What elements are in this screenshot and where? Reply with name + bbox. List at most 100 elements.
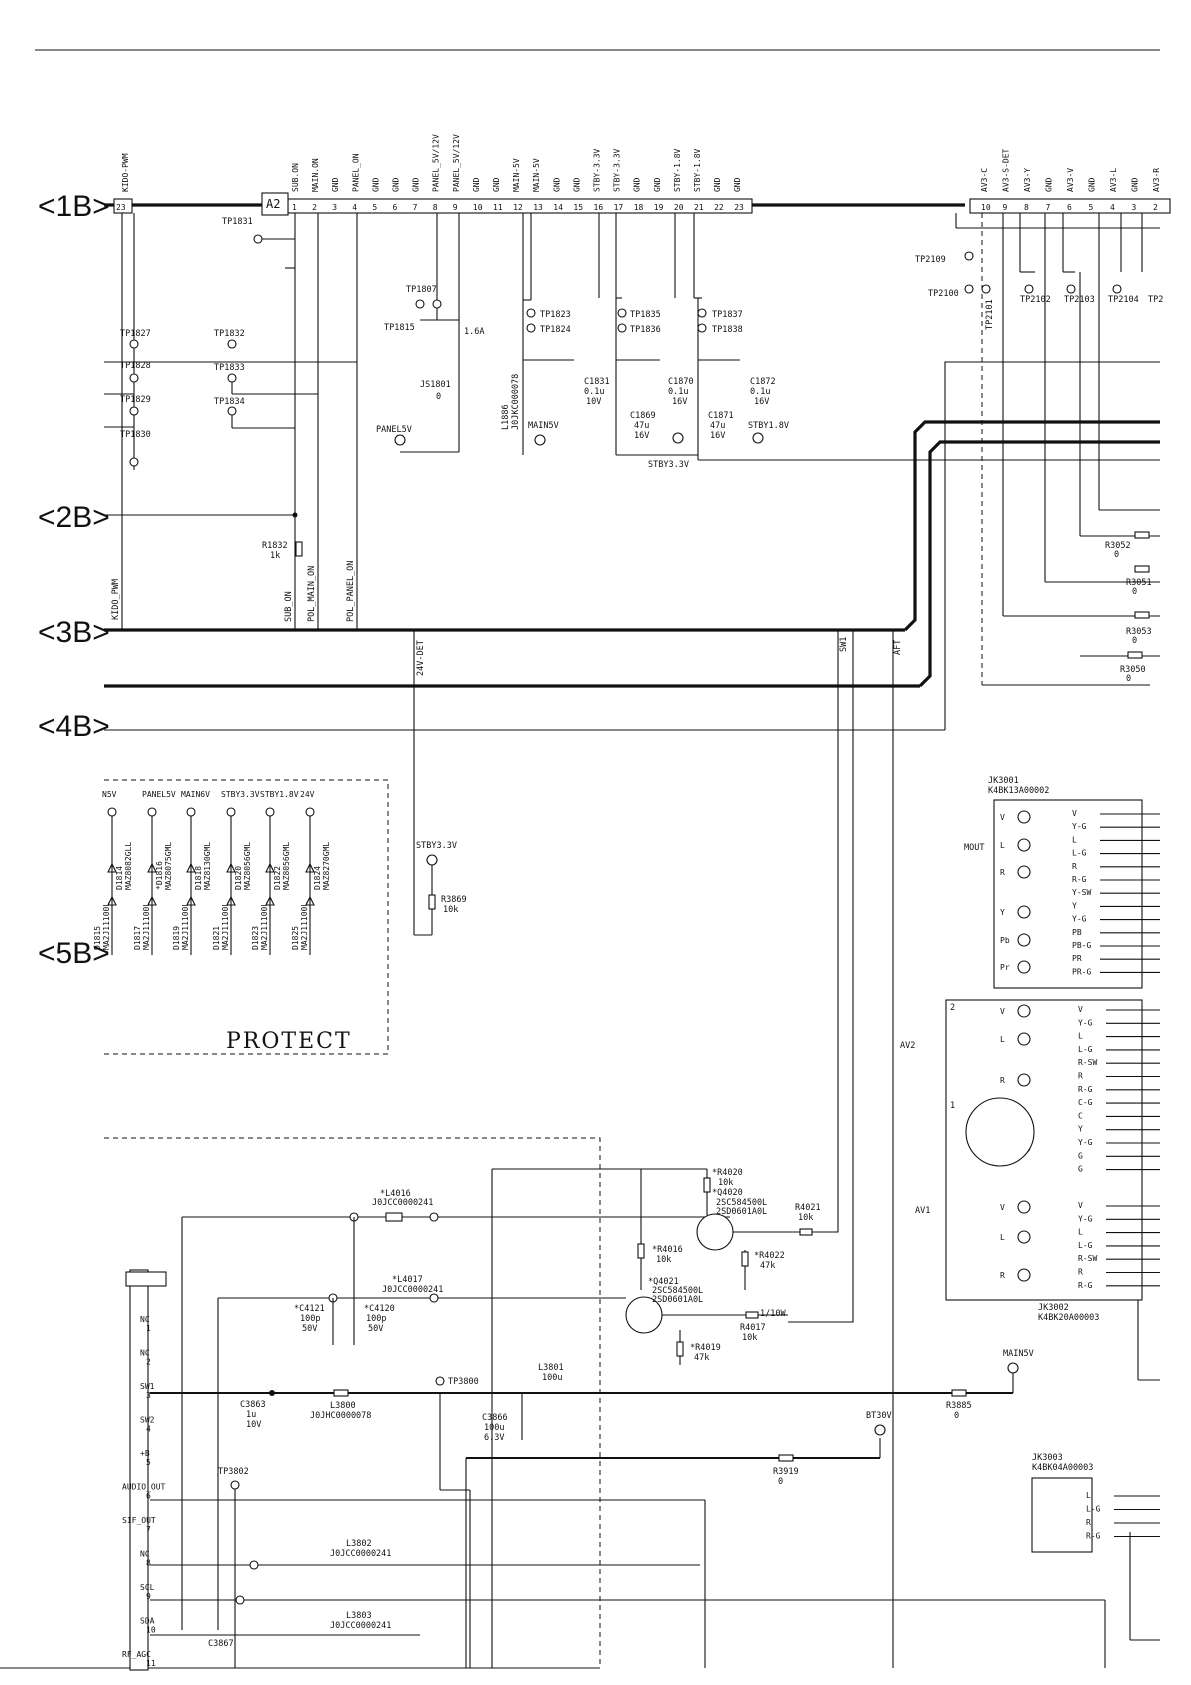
- jack-socket: [1017, 905, 1031, 919]
- svg-text:TP1831: TP1831: [222, 217, 253, 227]
- svg-text:TP1834: TP1834: [214, 397, 245, 407]
- a2-pin-name: GND: [733, 177, 742, 192]
- svg-text:100p: 100p: [366, 1314, 386, 1324]
- tuner-pin-number: 10: [146, 1626, 156, 1635]
- svg-text:TP1832: TP1832: [214, 329, 245, 339]
- av3-pin-number: 2: [1153, 203, 1158, 212]
- a2-pin-number: 4: [352, 203, 357, 212]
- av3-pin-name: AV3-V: [1066, 168, 1075, 192]
- svg-text:STBY1.8V: STBY1.8V: [748, 421, 789, 431]
- svg-text:0: 0: [1114, 550, 1119, 560]
- a2-pin-name: GND: [472, 177, 481, 192]
- svg-text:R3885: R3885: [946, 1401, 972, 1411]
- jack-pin-label: Y: [1078, 1125, 1083, 1134]
- svg-text:0: 0: [436, 392, 441, 402]
- svg-text:R3052: R3052: [1105, 541, 1131, 551]
- connector-5b: <5B>: [38, 937, 110, 970]
- tuner-pin-number: 2: [146, 1358, 151, 1367]
- protect-diode-symbol: [265, 862, 275, 873]
- protect-diode-symbol: [186, 862, 196, 873]
- svg-text:MAIN5V: MAIN5V: [528, 421, 559, 431]
- protect-diode-ref: D1814: [115, 866, 124, 890]
- svg-text:*Q4021: *Q4021: [648, 1277, 679, 1287]
- svg-text:TP1823: TP1823: [540, 310, 571, 320]
- svg-text:TP3802: TP3802: [218, 1467, 249, 1477]
- svg-text:C3866: C3866: [482, 1413, 508, 1423]
- av3-pin-number: 7: [1046, 203, 1051, 212]
- jack-pin-label: R: [1086, 1518, 1091, 1527]
- svg-text:10k: 10k: [742, 1333, 757, 1343]
- svg-text:JS1801: JS1801: [420, 380, 451, 390]
- jack-pin-label: R-SW: [1078, 1254, 1097, 1263]
- svg-text:AV1: AV1: [915, 1206, 930, 1216]
- protect-diode-symbol: [305, 895, 315, 906]
- svg-text:100u: 100u: [484, 1423, 504, 1433]
- jack-socket: [1017, 865, 1031, 879]
- jack-pin-label: G: [1078, 1165, 1083, 1174]
- a2-pin-name: GND: [371, 177, 380, 192]
- a2-pin-number: 9: [453, 203, 458, 212]
- protect-diode-part: MA2J11100L: [300, 902, 309, 950]
- svg-text:TP2103: TP2103: [1064, 295, 1095, 305]
- protect-diode-part: MAZ8082GLL: [124, 842, 133, 890]
- tuner-pin-name: SIF_OUT: [122, 1516, 156, 1525]
- svg-text:10k: 10k: [798, 1213, 813, 1223]
- a2-pin-name: GND: [331, 177, 340, 192]
- jack-pin-label: R-G: [1078, 1281, 1093, 1290]
- protect-diode-symbol: [107, 895, 117, 906]
- a2-pin-number: 16: [594, 203, 604, 212]
- svg-text:*L4016: *L4016: [380, 1189, 411, 1199]
- svg-text:6.3V: 6.3V: [484, 1433, 504, 1443]
- protect-rail-point: [186, 807, 196, 817]
- protect-diode-symbol: [226, 895, 236, 906]
- svg-text:*L4017: *L4017: [392, 1275, 423, 1285]
- protect-rail-point: [265, 807, 275, 817]
- tuner-pin-name: SDA: [140, 1617, 155, 1626]
- svg-text:JK3003: JK3003: [1032, 1453, 1063, 1463]
- a2-pin-number: 1: [292, 203, 297, 212]
- svg-text:0.1u: 0.1u: [668, 387, 688, 397]
- tuner-pin-name: +B: [140, 1449, 150, 1458]
- jack-pin-label: L-G: [1086, 1505, 1101, 1514]
- a2-pin-number: 6: [393, 203, 398, 212]
- jack-pin-label: R: [1072, 862, 1077, 871]
- tuner-pin-number: 5: [146, 1458, 151, 1467]
- svg-text:J0JCC0000241: J0JCC0000241: [372, 1198, 433, 1208]
- protect-diode-part: MA2J11100L: [221, 902, 230, 950]
- jack-side-label: L: [1000, 1233, 1005, 1242]
- kido-pin-number: 23: [116, 203, 126, 212]
- svg-text:24V-DET: 24V-DET: [416, 640, 426, 676]
- tuner-pin-number: 1: [146, 1324, 151, 1333]
- svg-text:*C4120: *C4120: [364, 1304, 395, 1314]
- protect-diode-part: MA2J11100L: [142, 902, 151, 950]
- svg-text:L3803: L3803: [346, 1611, 372, 1621]
- svg-text:TP1838: TP1838: [712, 325, 743, 335]
- svg-text:1k: 1k: [270, 551, 280, 561]
- av3-pin-number: 3: [1132, 203, 1137, 212]
- svg-text:100p: 100p: [300, 1314, 320, 1324]
- a2-pin-number: 17: [614, 203, 624, 212]
- jack-pin-label: Y-G: [1078, 1214, 1093, 1223]
- connector-1b: <1B>: [38, 190, 110, 223]
- protect-diode-part: MAZ8056GML: [243, 842, 252, 890]
- protect-diode-part: MA2J11100L: [102, 902, 111, 950]
- kido-pin-name: KIDO-PWM: [121, 153, 130, 192]
- a2-pin-name: GND: [572, 177, 581, 192]
- svg-text:AFT: AFT: [893, 640, 903, 655]
- svg-text:2SC584500L: 2SC584500L: [652, 1286, 703, 1296]
- a2-pin-number: 5: [372, 203, 377, 212]
- svg-text:L1886: L1886: [501, 404, 511, 430]
- svg-text:16V: 16V: [634, 431, 649, 441]
- protect-diode-ref: D1820: [234, 866, 243, 890]
- av3-pin-number: 10: [981, 203, 991, 212]
- jack-side-label: Pr: [1000, 963, 1010, 972]
- svg-text:C1831: C1831: [584, 377, 610, 387]
- protect-rail-point: [107, 807, 117, 817]
- protect-diode-ref: D1825: [291, 926, 300, 950]
- jack-pin-label: L-G: [1078, 1241, 1093, 1250]
- jack-socket: [1017, 960, 1031, 974]
- svg-text:MAIN5V: MAIN5V: [1003, 1349, 1034, 1359]
- svg-text:J0JCC0000241: J0JCC0000241: [382, 1285, 443, 1295]
- power-section: TP1827 TP1828 TP1829 TP1830 KIDO_PWM TP1…: [104, 213, 1160, 630]
- av3-pin-name: GND: [1131, 177, 1140, 192]
